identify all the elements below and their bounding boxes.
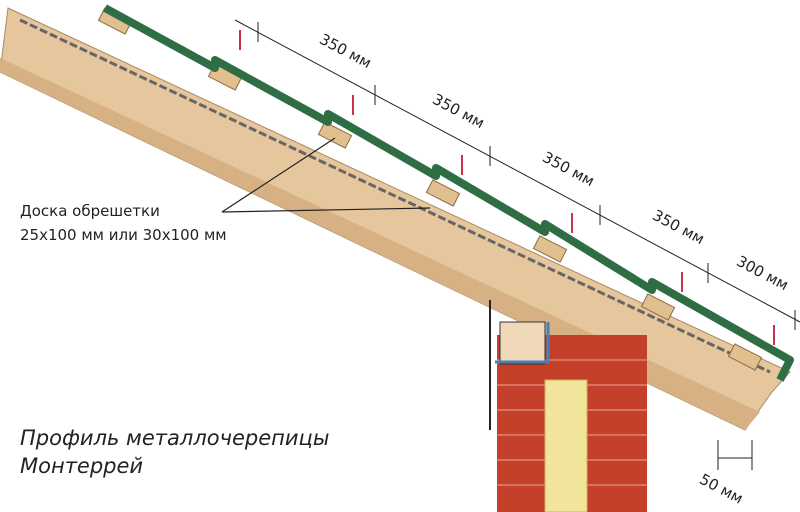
diagram-title: Профиль металлочерепицы Монтеррей bbox=[20, 424, 329, 480]
batten-label-line2: 25x100 мм или 30x100 мм bbox=[20, 226, 227, 244]
title-line2: Монтеррей bbox=[20, 454, 144, 478]
leader-lines bbox=[221, 137, 431, 213]
flashing bbox=[495, 322, 550, 364]
membrane-line bbox=[19, 18, 771, 374]
insulation bbox=[544, 379, 588, 512]
batten-label-line1: Доска обрешетки bbox=[20, 202, 160, 220]
title-line1: Профиль металлочерепицы bbox=[20, 426, 330, 450]
dimension-lines bbox=[234, 19, 800, 470]
screw-icons bbox=[239, 30, 775, 345]
wall-plate bbox=[499, 321, 546, 365]
battens bbox=[97, 7, 763, 371]
metal-tile bbox=[103, 4, 794, 382]
